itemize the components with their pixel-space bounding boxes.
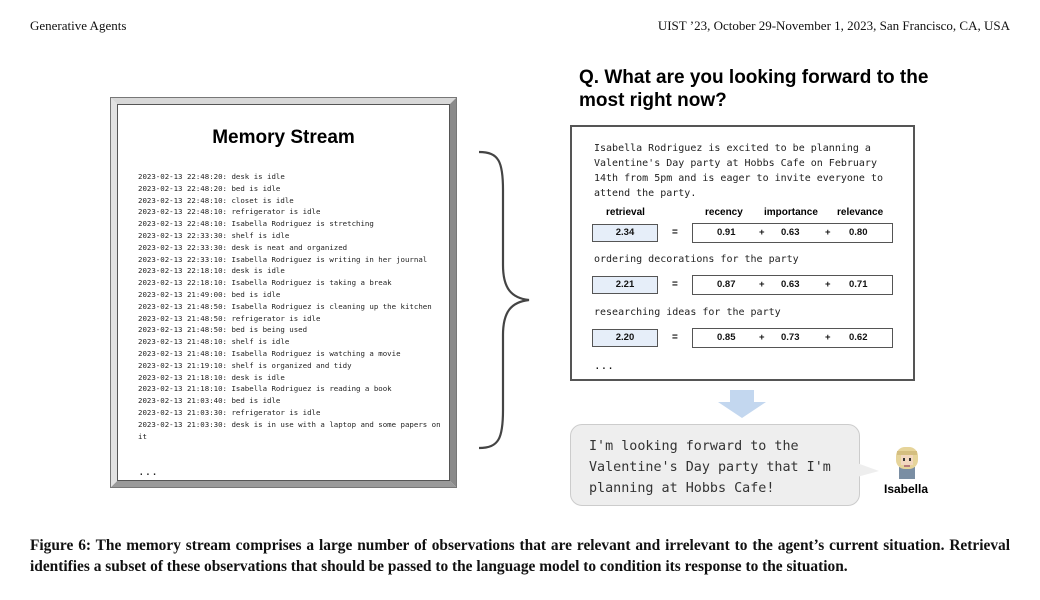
top-retrieved-memory: Isabella Rodriguez is excited to be plan…	[594, 143, 883, 199]
plus-sign: +	[759, 227, 765, 238]
memory-entry: 2023-02-13 21:48:50: Isabella Rodriguez …	[138, 301, 432, 311]
memory-entry: 2023-02-13 21:03:30: refrigerator is idl…	[138, 407, 321, 417]
equals-sign: =	[672, 332, 678, 343]
memory-entry: 2023-02-13 22:48:10: closet is idle	[138, 195, 294, 205]
retrieved-memory-label: researching ideas for the party	[594, 307, 781, 318]
relevance-header: relevance	[837, 207, 884, 218]
memory-stream-panel: Memory Stream 2023-02-13 22:48:20: desk …	[110, 97, 457, 488]
memory-entry: 2023-02-13 22:48:10: Isabella Rodriguez …	[138, 219, 374, 229]
relevance-score: 0.62	[849, 332, 868, 343]
plus-sign: +	[759, 279, 765, 290]
retrieval-score: 2.21	[592, 276, 658, 294]
equals-sign: =	[672, 227, 678, 238]
panel-bevel	[111, 98, 456, 487]
score-factors: 0.91 + 0.63 + 0.80	[692, 223, 893, 243]
memory-entry: 2023-02-13 22:18:10: desk is idle	[138, 266, 285, 276]
recency-score: 0.87	[717, 279, 736, 290]
down-arrow-icon	[718, 390, 766, 418]
memory-entry: 2023-02-13 22:18:10: Isabella Rodriguez …	[138, 278, 392, 288]
running-header-title: Generative Agents	[30, 18, 127, 33]
curly-brace-icon	[478, 150, 530, 450]
retrieval-panel: Isabella Rodriguez is excited to be plan…	[570, 125, 915, 381]
response-bubble: I'm looking forward to the Valentine's D…	[570, 424, 860, 506]
memory-entry: 2023-02-13 21:19:10: shelf is organized …	[138, 360, 352, 370]
memory-list: 2023-02-13 22:48:20: desk is idle 2023-02…	[138, 171, 443, 442]
retrieval-score: 2.20	[592, 329, 658, 347]
score-factors: 0.85 + 0.73 + 0.62	[692, 328, 893, 348]
recency-score: 0.91	[717, 227, 736, 238]
importance-header: importance	[764, 207, 818, 218]
score-factors: 0.87 + 0.63 + 0.71	[692, 275, 893, 295]
retrieval-ellipsis: ...	[594, 359, 614, 372]
memory-entry: 2023-02-13 21:18:10: desk is idle	[138, 372, 285, 382]
response-text: I'm looking forward to the Valentine's D…	[589, 439, 831, 496]
retrieval-score: 2.34	[592, 224, 658, 242]
memory-entry: 2023-02-13 22:33:10: Isabella Rodriguez …	[138, 254, 428, 264]
memory-stream-sheet: Memory Stream 2023-02-13 22:48:20: desk …	[117, 104, 450, 481]
recency-score: 0.85	[717, 332, 736, 343]
relevance-score: 0.80	[849, 227, 868, 238]
memory-entry: 2023-02-13 22:33:30: desk is neat and or…	[138, 242, 348, 252]
memory-entry: 2023-02-13 22:48:20: bed is idle	[138, 183, 281, 193]
memory-entry: 2023-02-13 21:49:00: bed is idle	[138, 289, 281, 299]
memory-entry: 2023-02-13 22:33:30: shelf is idle	[138, 230, 290, 240]
plus-sign: +	[825, 332, 831, 343]
memory-entry: 2023-02-13 21:03:40: bed is idle	[138, 396, 281, 406]
memory-stream-title: Memory Stream	[212, 127, 355, 148]
equals-sign: =	[672, 279, 678, 290]
running-header-venue: UIST ’23, October 29-November 1, 2023, S…	[657, 18, 1010, 33]
memory-entry: 2023-02-13 21:48:50: bed is being used	[138, 325, 308, 335]
memory-entry: 2023-02-13 21:03:30: desk is in use with…	[138, 419, 441, 441]
plus-sign: +	[825, 227, 831, 238]
memory-entry: 2023-02-13 21:48:10: Isabella Rodriguez …	[138, 348, 401, 358]
retrieval-header: retrieval	[606, 207, 645, 218]
retrieved-memory-label: ordering decorations for the party	[594, 254, 799, 265]
memory-entry: 2023-02-13 22:48:20: desk is idle	[138, 172, 285, 181]
question-text: Q. What are you looking forward to the m…	[579, 67, 929, 111]
memory-entry: 2023-02-13 21:48:50: refrigerator is idl…	[138, 313, 321, 323]
bubble-tail	[857, 463, 879, 477]
isabella-avatar-icon	[896, 447, 918, 479]
importance-score: 0.73	[781, 332, 800, 343]
recency-header: recency	[705, 207, 743, 218]
figure-caption: Figure 6: The memory stream comprises a …	[30, 537, 1010, 575]
memory-ellipsis: ...	[138, 465, 158, 478]
agent-name: Isabella	[884, 482, 929, 496]
memory-entry: 2023-02-13 21:18:10: Isabella Rodriguez …	[138, 384, 392, 394]
plus-sign: +	[825, 279, 831, 290]
memory-entry: 2023-02-13 22:48:10: refrigerator is idl…	[138, 207, 321, 217]
importance-score: 0.63	[781, 279, 800, 290]
relevance-score: 0.71	[849, 279, 868, 290]
importance-score: 0.63	[781, 227, 800, 238]
plus-sign: +	[759, 332, 765, 343]
memory-entry: 2023-02-13 21:48:10: shelf is idle	[138, 337, 290, 347]
